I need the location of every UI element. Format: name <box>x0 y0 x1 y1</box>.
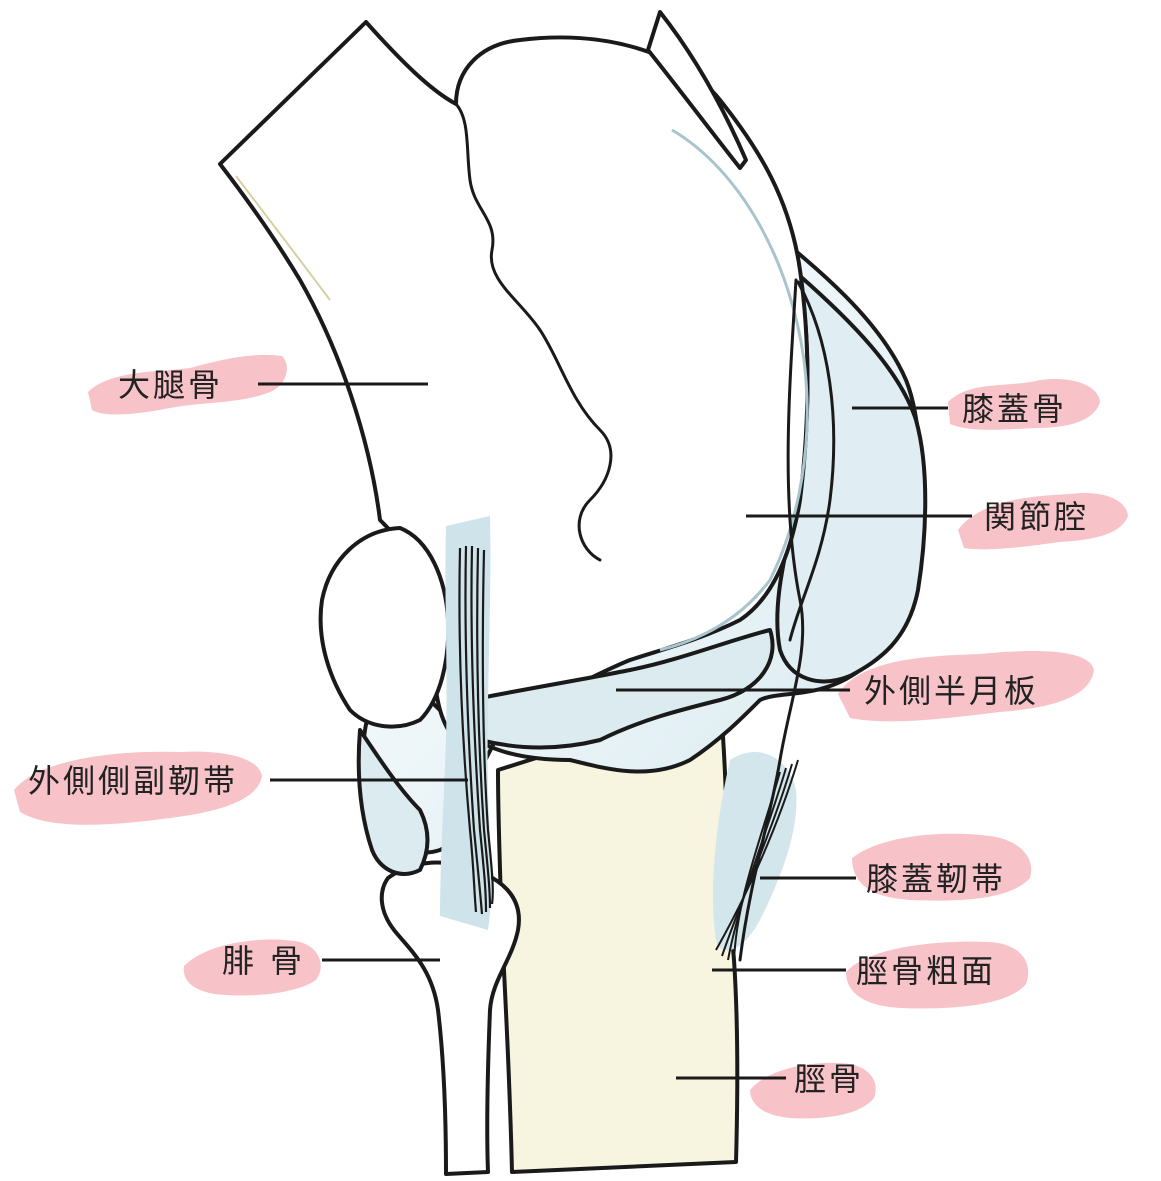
label-tibia: 脛骨 <box>794 1060 864 1098</box>
label-joint-cavity: 関節腔 <box>984 498 1089 536</box>
label-patellar-ligament: 膝蓋靭帯 <box>866 860 1006 898</box>
label-lcl: 外側側副靭帯 <box>28 762 238 800</box>
label-femur: 大腿骨 <box>118 366 223 404</box>
label-patella: 膝蓋骨 <box>962 390 1067 428</box>
label-tibial-tuberosity: 脛骨粗面 <box>856 952 996 990</box>
lateral-condyle-shape <box>321 528 449 727</box>
label-fibula: 腓 骨 <box>222 942 305 980</box>
label-lateral-meniscus: 外側半月板 <box>864 672 1039 710</box>
patellar-ligament-region <box>713 752 797 950</box>
